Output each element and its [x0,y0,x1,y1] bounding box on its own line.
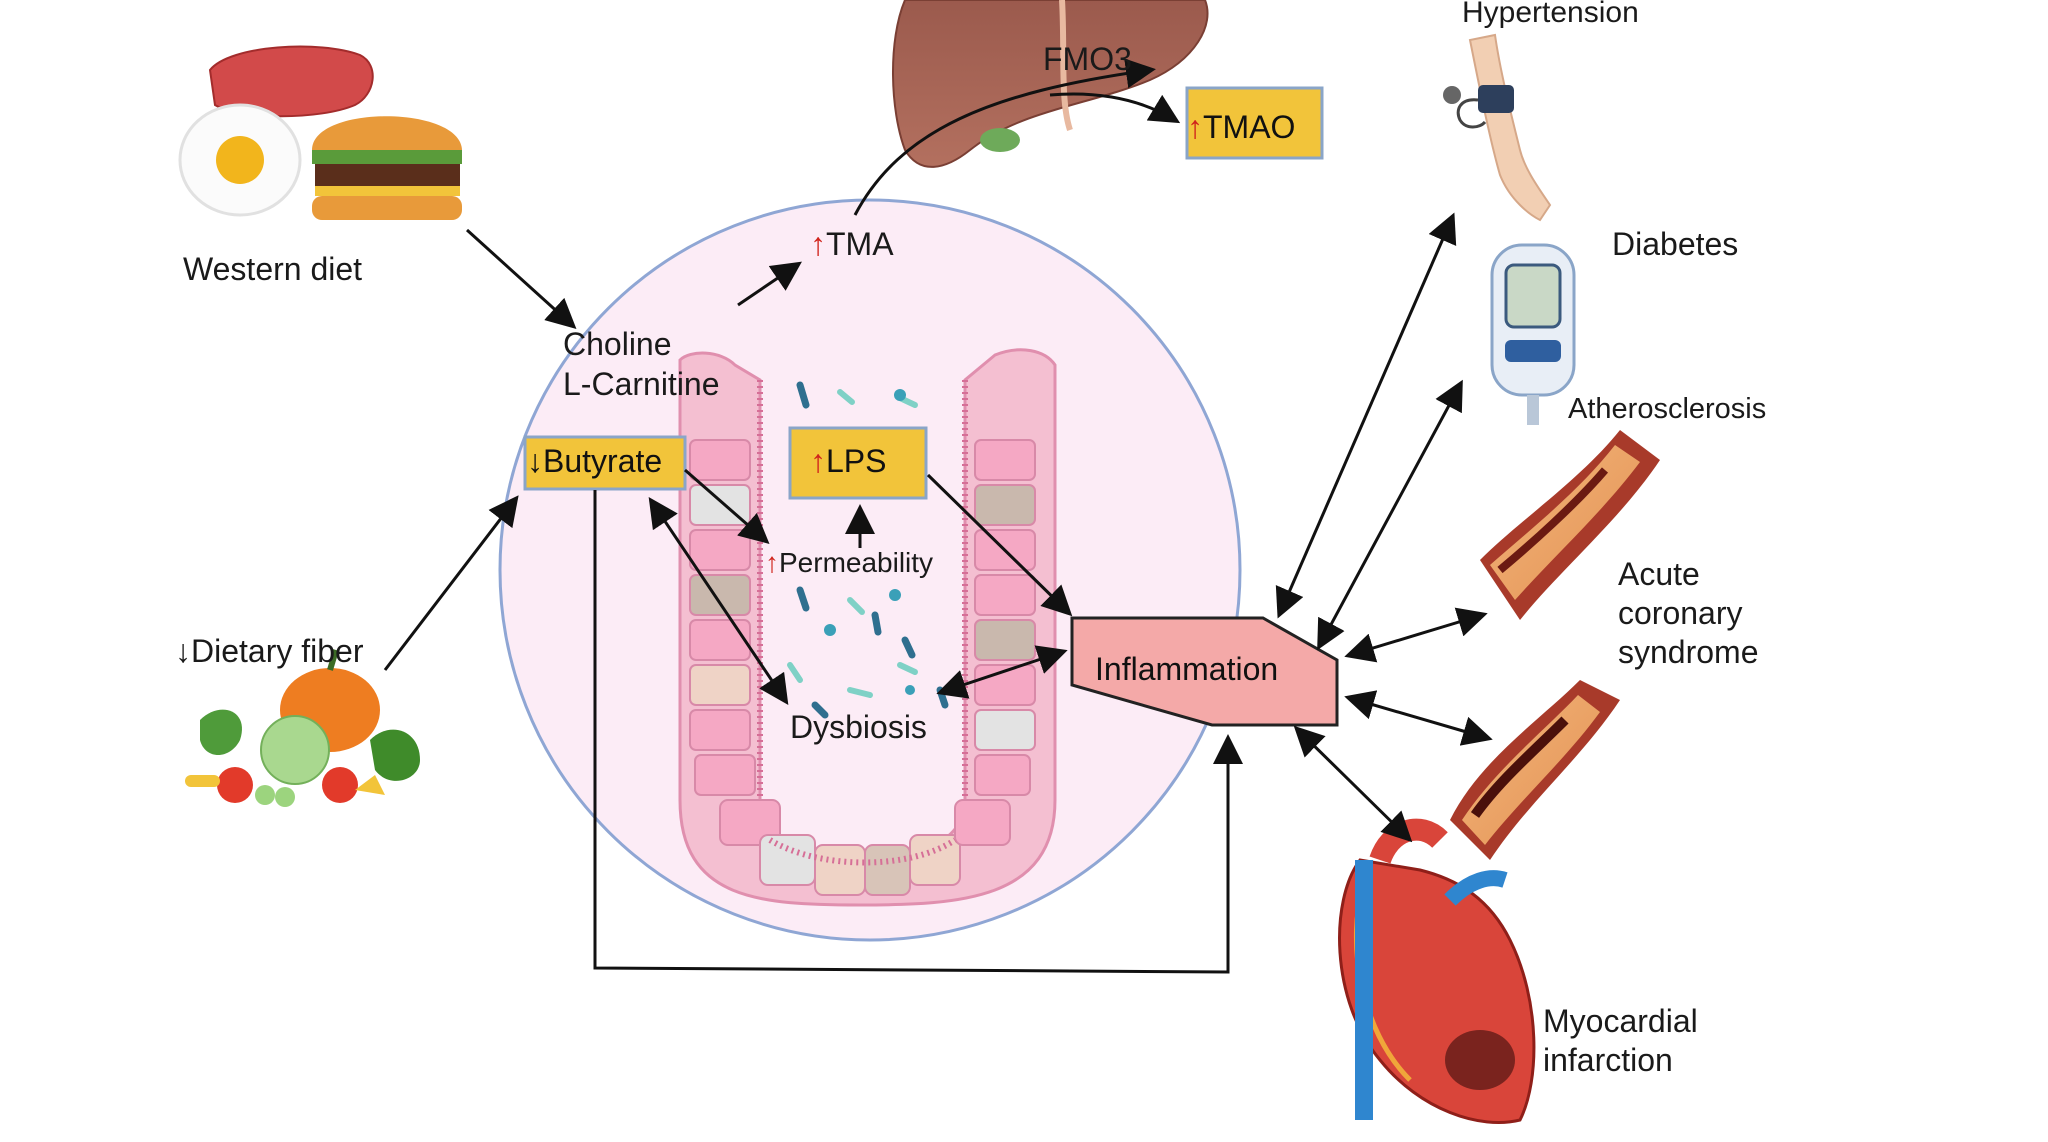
arrow-inflammation-atherosclerosis [1344,607,1488,663]
arrow-fmo3-to-tmao [1049,92,1181,124]
l-carnitine-label: L-Carnitine [563,366,720,402]
tma-label: ↑TMA [810,226,894,262]
decrease-arrow: ↓ [527,443,543,479]
decrease-arrow: ↓ [175,633,191,669]
arrow-choline-to-tma [737,261,802,307]
heart-illustration [1338,818,1536,1124]
increase-arrow: ↑ [765,547,779,578]
inflammation-box [1070,616,1339,727]
arrow-western-diet-to-choline [465,228,577,330]
arrow-fiber-to-butyrate [383,495,519,671]
arrows [383,58,1493,974]
arrow-inflammation-diabetes [1317,379,1463,651]
arrow-lps-to-inflammation [926,473,1073,617]
tmao-label: ↑TMAO [1187,109,1295,145]
arrow-dysbiosis-inflammation [936,645,1068,699]
vegetables-illustration [185,649,420,807]
arrow-butyrate-dysbiosis [648,497,789,705]
butyrate-label: ↓Butyrate [527,443,662,479]
increase-arrow: ↑ [810,443,826,479]
increase-arrow: ↑ [810,226,826,262]
blood-pressure-arm-illustration [1443,33,1552,222]
arrow-inflammation-hypertension [1275,212,1457,619]
choline-label: Choline [563,326,672,362]
western-diet-food-illustration [178,45,462,220]
mi-label: Myocardial infarction [1543,1003,1707,1078]
dietary-fiber-label: ↓Dietary fiber [175,633,364,669]
fmo3-label: FMO3 [1043,41,1132,77]
glucose-meter-illustration [1490,243,1576,425]
inflammation-label: Inflammation [1095,651,1278,687]
atherosclerosis-vessel-illustration [1480,430,1660,620]
lps-box [788,426,928,500]
western-diet-label: Western diet [183,251,362,287]
atherosclerosis-label: Atherosclerosis [1568,393,1766,425]
diabetes-label: Diabetes [1612,226,1738,262]
arrow-tma-to-liver [853,58,1156,216]
lps-label: ↑LPS [810,443,886,479]
arrow-butyrate-loop-to-inflammation [593,490,1243,974]
acs-vessel-illustration [1450,680,1620,860]
acs-label: Acute coronary syndrome [1618,556,1759,670]
arrow-inflammation-acs [1344,690,1493,746]
arrow-inflammation-mi [1293,725,1413,843]
tmao-box [1185,86,1324,160]
dysbiosis-label: Dysbiosis [790,709,927,745]
permeability-label: ↑Permeability [765,547,933,578]
liver-illustration [892,0,1209,168]
hypertension-label: Hypertension [1462,0,1639,29]
increase-arrow: ↑ [1187,109,1203,145]
butyrate-box [523,435,687,491]
